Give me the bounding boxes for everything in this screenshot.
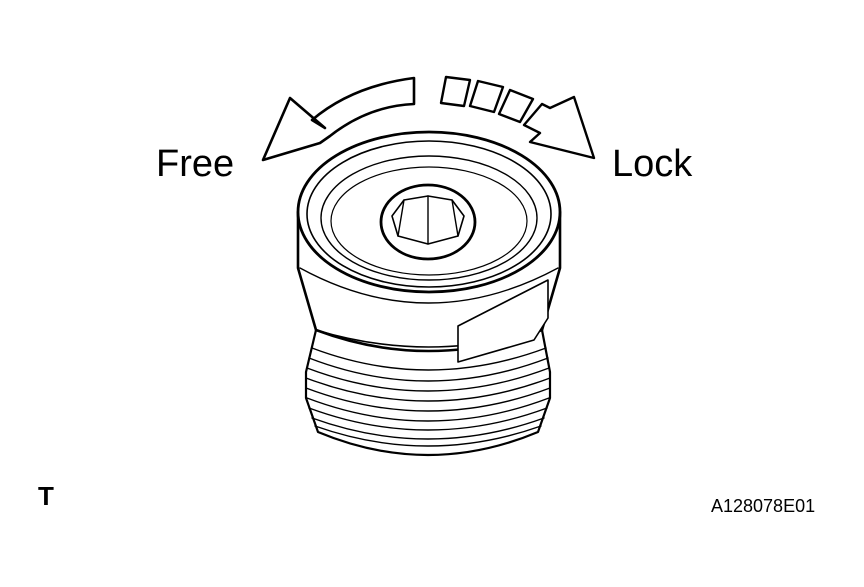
- groove-line: [308, 407, 548, 431]
- corner-mark: T: [38, 481, 54, 511]
- groove-line: [305, 377, 551, 402]
- top-face-inner-ring: [320, 155, 538, 281]
- pulley-grooves: [304, 328, 552, 457]
- groove-line: [308, 357, 549, 382]
- lock-arrow-segment-3: [497, 88, 535, 124]
- top-face-inner-ring-2: [330, 166, 528, 276]
- top-face-rim-ring: [306, 140, 552, 288]
- hex-socket-facets: [391, 195, 465, 245]
- lock-label: Lock: [612, 143, 693, 185]
- lock-arrow-segment-2: [468, 79, 505, 114]
- hex-socket: [379, 183, 477, 261]
- lock-arrow-segment-1: [439, 75, 472, 108]
- groove-line: [311, 417, 545, 440]
- groove-line: [311, 347, 547, 371]
- band-label-plate: [457, 279, 549, 363]
- band-inner-edge: [299, 267, 559, 304]
- groove-line: [306, 397, 550, 422]
- lock-arrow-head: [522, 95, 596, 160]
- groove-line: [306, 367, 550, 392]
- free-label: Free: [156, 143, 235, 185]
- groove-body-outline: [304, 328, 552, 457]
- lock-direction-arrow: [439, 75, 596, 160]
- groove-line: [305, 387, 551, 412]
- groove-line: [314, 425, 542, 447]
- free-direction-arrow: [261, 76, 416, 162]
- figure-code: A128078E01: [711, 496, 816, 516]
- hex-socket-edge: [397, 195, 459, 245]
